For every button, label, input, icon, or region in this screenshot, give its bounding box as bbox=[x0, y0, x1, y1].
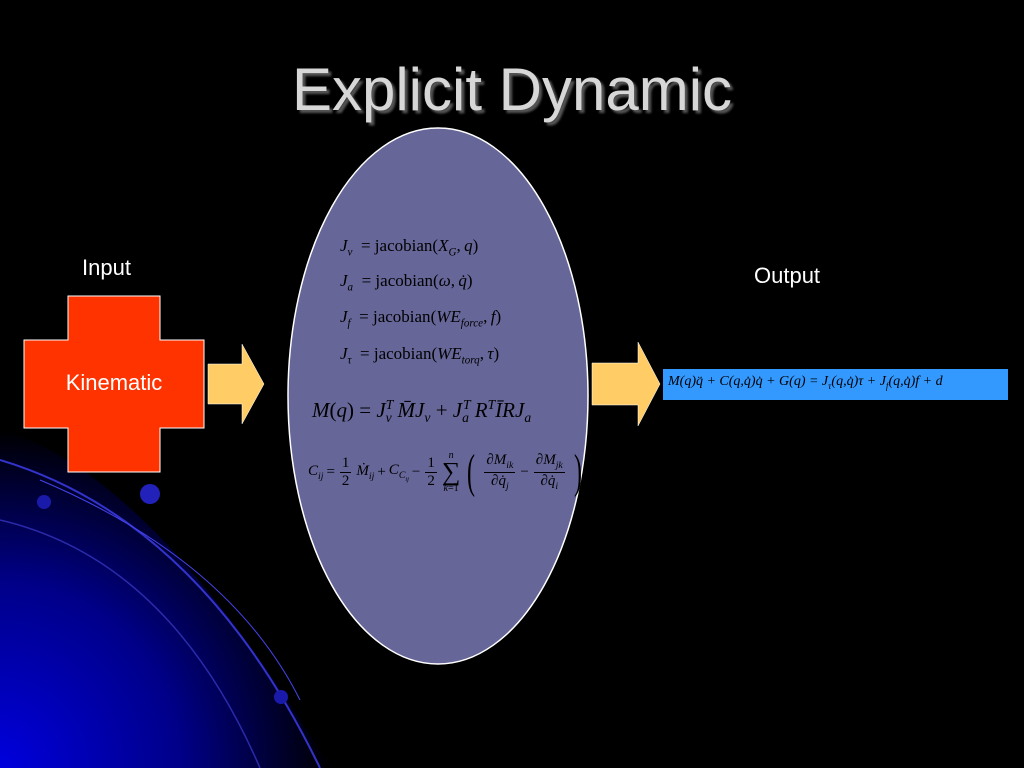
eq-ja-func: jacobian bbox=[375, 271, 434, 290]
eq-jt-func: jacobian bbox=[373, 344, 432, 363]
eq-ja-sub: a bbox=[347, 281, 354, 294]
kinematic-cross-shape bbox=[23, 295, 205, 473]
equation-output-dynamics: M(q)q̈ + C(q,q̇)q̇ + G(q) = Jτ(q,q̇)τ + … bbox=[668, 374, 943, 391]
dynamics-ellipse bbox=[287, 127, 589, 665]
eq-jt-sub: τ bbox=[347, 354, 352, 367]
decor-arc-1 bbox=[0, 459, 321, 768]
decor-dot-1 bbox=[37, 495, 51, 509]
eq-jt-lhs: J bbox=[340, 344, 348, 363]
equation-jacobian-v: Jv = jacobian(XG, q) bbox=[340, 236, 479, 259]
decor-arc-3 bbox=[39, 479, 301, 701]
input-label: Input bbox=[82, 255, 131, 280]
eq-jf-sub: f bbox=[347, 317, 351, 330]
decor-dot-2 bbox=[140, 484, 160, 504]
eq-jf-lhs: J bbox=[340, 307, 348, 326]
output-label: Output bbox=[754, 263, 821, 288]
equation-jacobian-f: Jf = jacobian(WEforce, f) bbox=[340, 307, 502, 330]
equation-jacobian-tau: Jτ = jacobian(WEtorq, τ) bbox=[340, 344, 500, 367]
decor-dot-3 bbox=[274, 690, 288, 704]
eq-ja-lhs: J bbox=[340, 271, 348, 290]
equation-jacobian-a: Ja = jacobian(ω, q̇) bbox=[340, 271, 473, 294]
decor-arc-2 bbox=[0, 519, 261, 768]
eq-jf-func: jacobian bbox=[372, 307, 431, 326]
eq-jv-func: jacobian bbox=[374, 236, 433, 255]
equation-mass-matrix: M(q) = JvT M̄Jv + JaT RTĪRJa bbox=[312, 397, 532, 426]
decor-blue-swoosh bbox=[0, 430, 330, 768]
kinematic-label: Kinematic bbox=[65, 370, 163, 395]
slide-title: Explicit Dynamic bbox=[291, 56, 733, 123]
eq-jv-lhs: J bbox=[340, 236, 348, 255]
eq-jv-sub: v bbox=[347, 246, 353, 259]
input-arrow bbox=[207, 343, 265, 425]
output-arrow bbox=[591, 341, 661, 427]
output-equation-box bbox=[663, 369, 1008, 400]
